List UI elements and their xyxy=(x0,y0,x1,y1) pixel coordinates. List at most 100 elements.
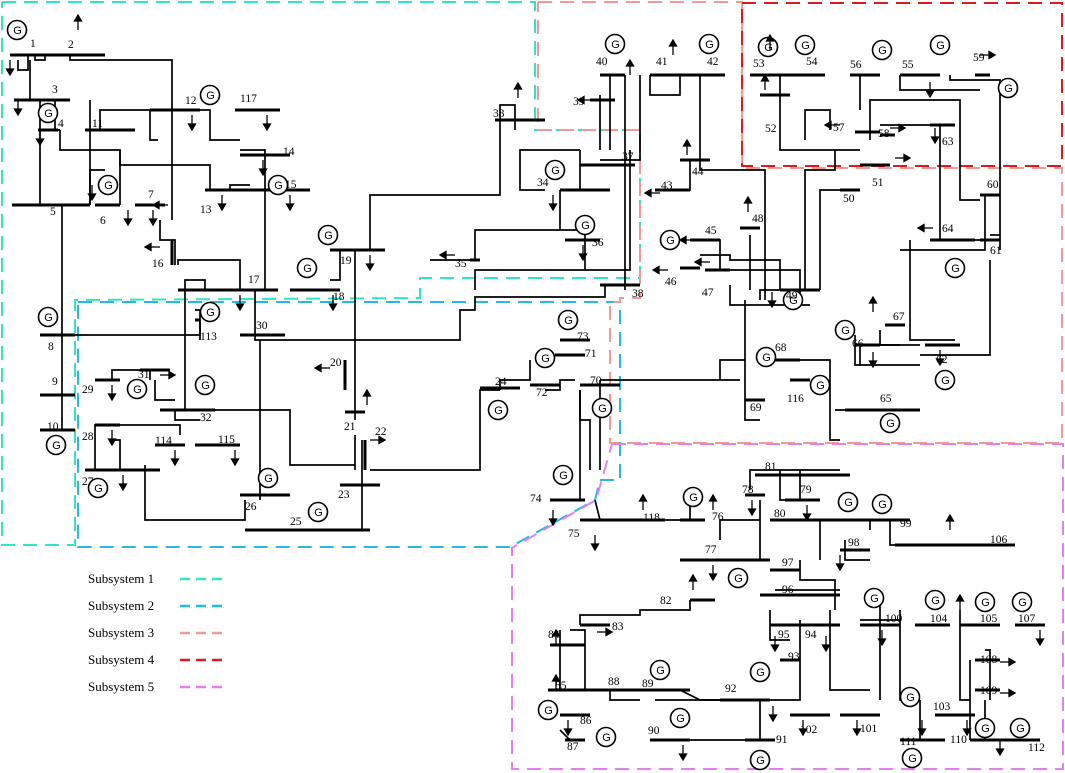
bus-label: 113 xyxy=(200,331,217,343)
transmission-line xyxy=(89,169,105,205)
subsystem-2-boundary xyxy=(77,301,621,548)
bus-label: 29 xyxy=(82,384,94,396)
generator-icon: G xyxy=(929,34,951,56)
generator-glyph: G xyxy=(734,573,743,585)
transmission-line xyxy=(700,254,781,290)
transmission-line xyxy=(769,610,790,641)
load-arrow-icon xyxy=(148,210,158,227)
transmission-line xyxy=(719,359,745,380)
bus-label: 68 xyxy=(775,342,787,354)
bus-label: 10 xyxy=(47,421,59,433)
load-arrow-icon xyxy=(576,95,593,105)
generator-glyph: G xyxy=(801,40,810,52)
bus-label: 83 xyxy=(612,621,624,633)
load-arrow-icon xyxy=(328,295,338,312)
bus-label: 97 xyxy=(782,557,794,569)
transmission-line xyxy=(844,540,870,561)
transmission-line xyxy=(959,610,970,701)
load-arrow-icon xyxy=(895,153,912,163)
generator-icon: G xyxy=(782,289,804,311)
load-arrow-icon xyxy=(160,370,177,380)
bus-label: 44 xyxy=(692,166,704,178)
generator-glyph: G xyxy=(314,507,323,519)
load-arrow-icon xyxy=(821,636,831,653)
generator-glyph: G xyxy=(666,235,675,247)
generator-glyph: G xyxy=(201,380,210,392)
bus-label: 37 xyxy=(622,151,634,163)
generator-glyph: G xyxy=(1004,83,1013,95)
bus-label: 28 xyxy=(82,431,94,443)
bus-label: 76 xyxy=(712,511,724,523)
transmission-line xyxy=(174,410,200,421)
generator-glyph: G xyxy=(908,753,917,765)
bus-label: 102 xyxy=(800,724,818,736)
bus-label: 50 xyxy=(843,193,855,205)
bus-label: 81 xyxy=(765,461,777,473)
generator-glyph: G xyxy=(544,705,553,717)
generator-icon: G xyxy=(1011,591,1033,613)
load-arrow-icon xyxy=(548,195,558,212)
generator-icon: G xyxy=(649,659,671,681)
transmission-line xyxy=(155,109,240,141)
bus-label: 107 xyxy=(1018,613,1036,625)
transmission-line xyxy=(17,54,40,71)
bus-label: 25 xyxy=(290,516,302,528)
generator-icon: G xyxy=(296,257,318,279)
transmission-line xyxy=(719,519,760,540)
load-arrow-icon xyxy=(313,363,330,373)
generator-glyph: G xyxy=(931,595,940,607)
bus-label: 99 xyxy=(900,518,912,530)
generator-icon: G xyxy=(45,434,67,456)
transmission-line xyxy=(300,284,620,341)
load-arrow-icon xyxy=(765,33,775,50)
generator-glyph: G xyxy=(789,295,798,307)
subsystem-3-boundary xyxy=(537,1,1063,444)
generator-icon: G xyxy=(974,717,996,739)
bus-label: 103 xyxy=(933,701,951,713)
bus-label: 80 xyxy=(774,508,786,520)
generator-icon: G xyxy=(834,319,856,341)
bus-label: 69 xyxy=(750,402,762,414)
bus-label: 35 xyxy=(455,258,467,270)
bus-label: 56 xyxy=(850,59,862,71)
generator-icon: G xyxy=(974,591,996,613)
bus-label: 112 xyxy=(1028,742,1045,754)
bus-label: 71 xyxy=(585,348,597,360)
transmission-line xyxy=(200,409,355,466)
load-arrow-icon xyxy=(668,38,678,55)
transmission-line xyxy=(804,150,836,290)
load-arrow-icon xyxy=(123,210,133,227)
generator-glyph: G xyxy=(941,375,950,387)
bus-label: 66 xyxy=(852,338,864,350)
transmission-line xyxy=(799,560,836,610)
bus-label: 21 xyxy=(344,421,356,433)
generator-glyph: G xyxy=(764,42,773,54)
generator-glyph: G xyxy=(564,315,573,327)
bus-label: 1 xyxy=(30,38,36,50)
generator-glyph: G xyxy=(206,307,215,319)
load-arrow-icon xyxy=(767,292,777,309)
bus-label: 27 xyxy=(82,476,94,488)
bus-label: 114 xyxy=(155,435,172,447)
load-arrow-icon xyxy=(370,435,387,445)
transmission-line xyxy=(254,290,300,341)
transmission-line xyxy=(899,75,980,91)
generator-glyph: G xyxy=(494,405,503,417)
transmission-line xyxy=(369,104,516,250)
bus-label: 17 xyxy=(248,274,260,286)
transmission-line xyxy=(94,424,181,470)
load-arrow-icon xyxy=(945,513,955,530)
load-arrow-icon xyxy=(551,628,561,645)
generator-glyph: G xyxy=(878,45,887,57)
generator-icon: G xyxy=(944,257,966,279)
transmission-line xyxy=(744,300,760,421)
transmission-line xyxy=(177,259,241,290)
bus-label: 7 xyxy=(148,189,154,201)
bus-label: 45 xyxy=(705,225,717,237)
load-arrow-icon xyxy=(643,188,660,198)
legend-label: Subsystem 2 xyxy=(88,598,154,613)
generator-icon: G xyxy=(997,77,1019,99)
generator-icon: G xyxy=(317,224,339,246)
transmission-line xyxy=(649,75,681,96)
